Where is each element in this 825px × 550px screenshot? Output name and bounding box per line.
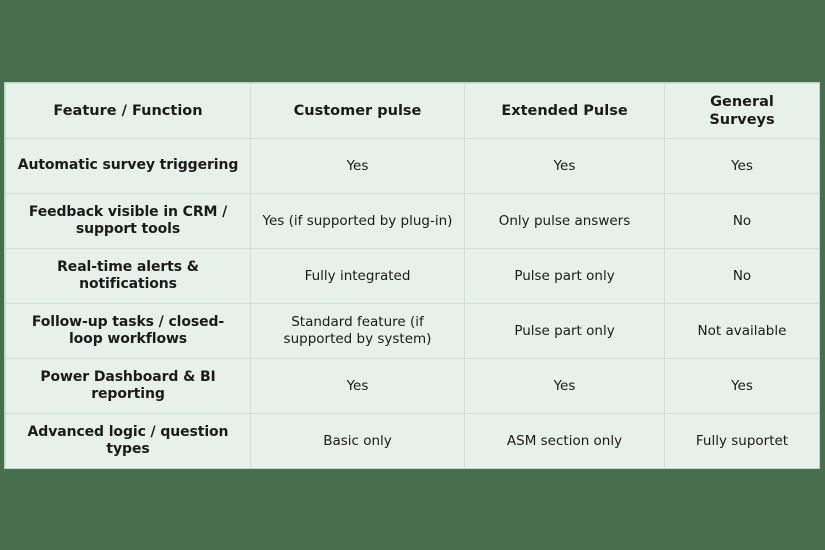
cell-customer-pulse: Standard feature (if supported by system… xyxy=(250,303,465,359)
cell-customer-pulse: Fully integrated xyxy=(250,248,465,304)
table-header: Feature / Function Customer pulse Extend… xyxy=(5,83,820,139)
cell-general-surveys: Fully suportet xyxy=(664,413,820,469)
feature-comparison-table: Feature / Function Customer pulse Extend… xyxy=(5,83,820,469)
cell-extended-pulse: Only pulse answers xyxy=(464,193,665,249)
cell-general-surveys: No xyxy=(664,193,820,249)
table-row: Automatic survey triggering Yes Yes Yes xyxy=(5,138,820,194)
cell-customer-pulse: Yes (if supported by plug-in) xyxy=(250,193,465,249)
cell-extended-pulse: Yes xyxy=(464,138,665,194)
column-header-customer-pulse: Customer pulse xyxy=(250,83,465,139)
row-feature-label: Advanced logic / question types xyxy=(5,413,251,469)
table-row: Real-time alerts & notifications Fully i… xyxy=(5,248,820,304)
cell-customer-pulse: Yes xyxy=(250,358,465,414)
cell-extended-pulse: Yes xyxy=(464,358,665,414)
row-feature-label: Real-time alerts & notifications xyxy=(5,248,251,304)
cell-general-surveys: Yes xyxy=(664,358,820,414)
column-header-feature: Feature / Function xyxy=(5,83,251,139)
cell-customer-pulse: Basic only xyxy=(250,413,465,469)
row-feature-label: Automatic survey triggering xyxy=(5,138,251,194)
comparison-table-container: Feature / Function Customer pulse Extend… xyxy=(4,82,820,469)
table-row: Advanced logic / question types Basic on… xyxy=(5,413,820,469)
cell-general-surveys: Not available xyxy=(664,303,820,359)
column-header-general-surveys: General Surveys xyxy=(664,83,820,139)
cell-extended-pulse: Pulse part only xyxy=(464,303,665,359)
cell-extended-pulse: ASM section only xyxy=(464,413,665,469)
row-feature-label: Power Dashboard & BI reporting xyxy=(5,358,251,414)
cell-customer-pulse: Yes xyxy=(250,138,465,194)
cell-general-surveys: Yes xyxy=(664,138,820,194)
table-body: Automatic survey triggering Yes Yes Yes … xyxy=(5,138,820,469)
cell-extended-pulse: Pulse part only xyxy=(464,248,665,304)
table-row: Follow-up tasks / closed-loop workflows … xyxy=(5,303,820,359)
table-row: Power Dashboard & BI reporting Yes Yes Y… xyxy=(5,358,820,414)
column-header-extended-pulse: Extended Pulse xyxy=(464,83,665,139)
table-row: Feedback visible in CRM / support tools … xyxy=(5,193,820,249)
cell-general-surveys: No xyxy=(664,248,820,304)
table-header-row: Feature / Function Customer pulse Extend… xyxy=(5,83,820,139)
row-feature-label: Follow-up tasks / closed-loop workflows xyxy=(5,303,251,359)
row-feature-label: Feedback visible in CRM / support tools xyxy=(5,193,251,249)
